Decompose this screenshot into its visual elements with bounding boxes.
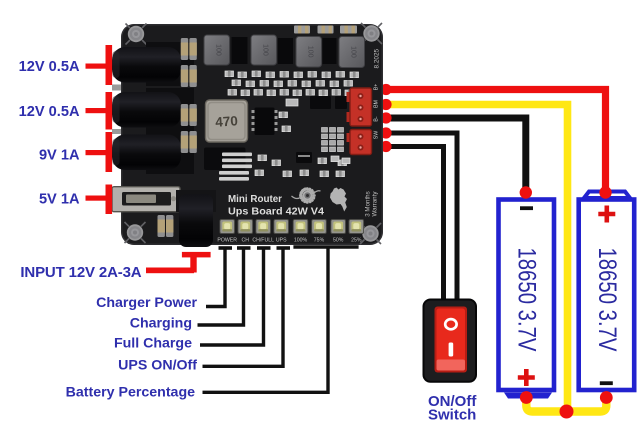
svg-text:Full Charge: Full Charge xyxy=(114,336,192,352)
svg-text:Charger Power: Charger Power xyxy=(96,295,197,311)
svg-text:B+: B+ xyxy=(374,84,380,91)
svg-text:Battery Percentage: Battery Percentage xyxy=(66,385,195,401)
svg-text:BM: BM xyxy=(374,100,380,108)
svg-text:8.2025: 8.2025 xyxy=(374,49,381,69)
svg-text:25%: 25% xyxy=(351,238,362,244)
svg-text:CH: CH xyxy=(242,238,250,244)
svg-text:18650 3.7V: 18650 3.7V xyxy=(513,248,541,352)
svg-text:100%: 100% xyxy=(294,238,308,244)
svg-text:3 Months: 3 Months xyxy=(365,191,372,216)
svg-text:12V 0.5A: 12V 0.5A xyxy=(19,59,80,75)
svg-text:ON/Off: ON/Off xyxy=(428,393,477,410)
svg-text:POWER: POWER xyxy=(217,238,237,244)
svg-text:5V 1A: 5V 1A xyxy=(39,192,80,208)
svg-text:470: 470 xyxy=(215,113,239,130)
svg-text:100: 100 xyxy=(262,44,269,56)
svg-text:Ups Board 42W V4: Ups Board 42W V4 xyxy=(228,207,324,218)
svg-text:18650 3.7V: 18650 3.7V xyxy=(593,248,621,352)
svg-text:Mini Router: Mini Router xyxy=(228,194,282,205)
svg-text:Warranty: Warranty xyxy=(372,191,379,217)
svg-text:B-: B- xyxy=(374,116,380,121)
svg-text:75%: 75% xyxy=(314,238,325,244)
svg-text:100: 100 xyxy=(307,46,314,58)
svg-text:9V 1A: 9V 1A xyxy=(39,148,80,164)
svg-text:UPS ON/Off: UPS ON/Off xyxy=(118,358,197,374)
svg-text:Charging: Charging xyxy=(130,316,192,332)
svg-text:INPUT 12V 2A-3A: INPUT 12V 2A-3A xyxy=(20,264,141,281)
svg-text:CH/FULL: CH/FULL xyxy=(252,238,274,244)
svg-text:50%: 50% xyxy=(333,238,344,244)
svg-text:UPS: UPS xyxy=(276,238,287,244)
svg-text:SW: SW xyxy=(374,131,380,139)
svg-text:Switch: Switch xyxy=(428,407,476,424)
svg-text:100: 100 xyxy=(215,44,222,56)
svg-text:12V 0.5A: 12V 0.5A xyxy=(19,104,80,120)
svg-text:100: 100 xyxy=(350,46,357,58)
